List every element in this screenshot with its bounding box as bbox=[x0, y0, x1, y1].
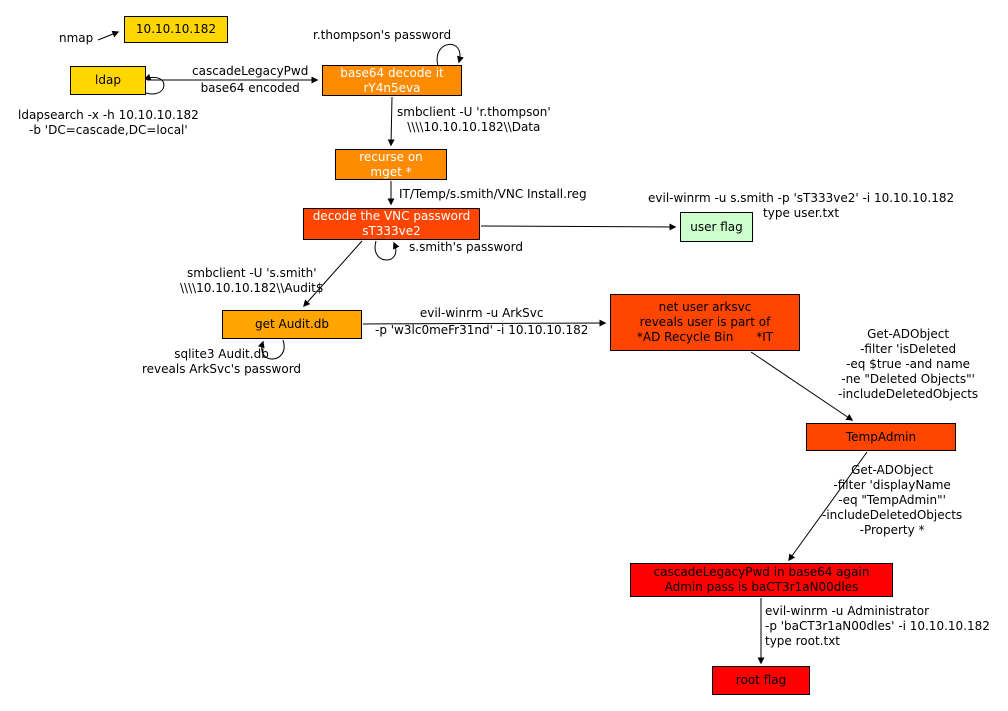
node-root-flag: root flag bbox=[712, 666, 810, 695]
node-ldap: ldap bbox=[70, 66, 146, 95]
edge-vnc-self-loop bbox=[374, 240, 400, 261]
node-arksvc-groups: net user arksvc reveals user is part of … bbox=[610, 294, 800, 351]
node-vnc-password: decode the VNC password sT333ve2 bbox=[303, 208, 480, 240]
node-get-audit-db: get Audit.db bbox=[222, 310, 362, 339]
node-user-flag: user flag bbox=[680, 212, 753, 242]
edge-ldap-self-loop bbox=[142, 73, 165, 95]
edge-vnc-to-audit bbox=[303, 240, 363, 308]
label-evilwinrm-administrator: evil-winrm -u Administrator -p 'baCT3r1a… bbox=[765, 604, 990, 648]
node-base64-decode: base64 decode it rY4n5eva bbox=[322, 65, 462, 96]
label-get-adobject-deleted: Get-ADObject -filter 'isDeleted -eq $tru… bbox=[838, 327, 979, 401]
label-evilwinrm-arksvc: evil-winrm -u ArkSvc -p 'w3lc0meFr31nd' … bbox=[375, 306, 589, 337]
label-get-adobject-tempadmin: Get-ADObject -filter 'displayName -eq "T… bbox=[822, 463, 963, 537]
label-nmap: nmap bbox=[59, 31, 94, 45]
edge-base64-to-recurse bbox=[387, 96, 395, 147]
edge-base64-self-loop bbox=[436, 44, 464, 67]
label-rthompson-password: r.thompson's password bbox=[313, 28, 452, 42]
edge-audit-self-loop bbox=[257, 339, 285, 360]
label-smbclient-ssmith: smbclient -U 's.smith' \\\\10.10.10.182\… bbox=[180, 266, 324, 295]
edge-vnc-to-userflag bbox=[480, 223, 677, 231]
label-sqlite-audit-db: sqlite3 Audit.db reveals ArkSvc's passwo… bbox=[142, 347, 302, 376]
label-vnc-install-reg-path: IT/Temp/s.smith/VNC Install.reg bbox=[399, 187, 587, 201]
edge-audit-to-arksvc bbox=[362, 319, 607, 327]
label-ssmith-password: s.smith's password bbox=[409, 240, 523, 254]
node-admin-password: cascadeLegacyPwd in base64 again Admin p… bbox=[630, 563, 893, 597]
node-recurse-mget: recurse on mget * bbox=[335, 149, 447, 180]
label-ldapsearch-command: ldapsearch -x -h 10.10.10.182 -b 'DC=cas… bbox=[18, 108, 199, 137]
label-cascadelegacypwd-encoded: cascadeLegacyPwd base64 encoded bbox=[192, 64, 309, 95]
edge-tempadmin-to-adminpass bbox=[788, 451, 868, 562]
label-evilwinrm-ssmith: evil-winrm -u s.smith -p 'sT333ve2' -i 1… bbox=[648, 191, 955, 220]
edge-nmap-to-ip bbox=[97, 30, 120, 41]
node-target-ip: 10.10.10.182 bbox=[124, 16, 228, 43]
edge-arksvc-to-tempadmin bbox=[750, 351, 854, 421]
node-tempadmin: TempAdmin bbox=[806, 423, 956, 451]
label-smbclient-rthompson: smbclient -U 'r.thompson' \\\\10.10.10.1… bbox=[397, 105, 551, 134]
